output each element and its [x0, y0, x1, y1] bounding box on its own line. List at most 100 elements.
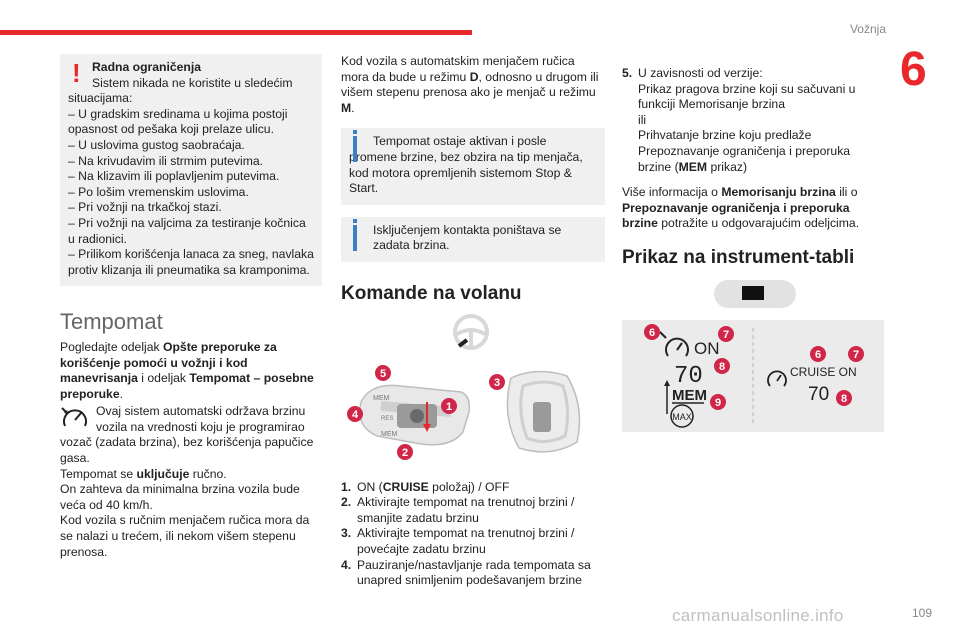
svg-text:6: 6 — [649, 327, 655, 339]
cruise-desc-rest: vozač (zadata brzina), bez korišćenja pa… — [60, 435, 314, 466]
lever-label: MEM — [381, 431, 398, 438]
display-cruise-on: CRUISE ON — [790, 365, 857, 379]
steering-lever-illustration: MEM RES MEM 5 4 2 1 3 — [347, 364, 581, 460]
column-2: Kod vozila s automatskim menjačem ručica… — [341, 54, 605, 589]
display-max: MAX — [672, 412, 692, 422]
callout-6: 6 — [644, 323, 660, 340]
callout-7: 7 — [718, 325, 734, 342]
item-5-number: 5. — [622, 66, 633, 80]
list-item-text: ON (CRUISE položaj) / OFF — [357, 479, 510, 494]
display-on: ON — [694, 339, 720, 358]
list-item-text: Pauziranje/nastavljanje rada tempomata s… — [357, 557, 591, 588]
display-speed-right: 70 — [808, 384, 829, 405]
svg-text:2: 2 — [402, 447, 408, 459]
svg-text:8: 8 — [841, 393, 847, 405]
page-number: 109 — [911, 606, 932, 620]
list-item-number: 1. — [341, 479, 352, 494]
display-speed-left: 70 — [674, 363, 703, 390]
steering-controls-heading: Komande na volanu — [341, 282, 522, 304]
svg-text:3: 3 — [494, 377, 500, 389]
tempomat-heading: Tempomat — [60, 309, 163, 335]
warning-lines: situacijama:– U gradskim sredinama u koj… — [68, 91, 314, 278]
warning-title: Radna ograničenja — [92, 60, 202, 74]
list-item-number: 4. — [341, 557, 352, 572]
tempomat-intro: Pogledajte odeljak Opšte preporuke za ko… — [60, 339, 314, 401]
callout-8: 8 — [714, 357, 730, 374]
svg-text:8: 8 — [719, 361, 725, 373]
watermark: carmanualsonline.info — [672, 606, 844, 625]
svg-text:9: 9 — [715, 397, 721, 409]
warning-line: – Pri vožnji na valjcima za testiranje k… — [68, 215, 306, 230]
instrument-panel-heading: Prikaz na instrument-tabli — [622, 246, 855, 268]
svg-text:7: 7 — [853, 349, 859, 361]
warning-first-line: Sistem nikada ne koristite u sledećim — [92, 75, 293, 90]
controls-list: 1. ON (CRUISE položaj) / OFF 2. Aktivirajte… — [341, 480, 605, 589]
warning-line: – Po lošim vremenskim uslovima. — [68, 184, 249, 199]
callout-8: 8 — [836, 389, 852, 406]
warning-line: – U uslovima gustog saobraćaja. — [68, 137, 245, 152]
instrument-panel-icon — [714, 279, 796, 308]
svg-text:4: 4 — [352, 409, 359, 421]
warning-line: u radionici. — [68, 231, 127, 246]
svg-text:7: 7 — [723, 329, 729, 341]
svg-text:1: 1 — [446, 401, 452, 413]
info-box-ignition: Isključenjem kontakta poništava se zadat… — [341, 216, 605, 262]
lever-label: MEM — [373, 395, 390, 402]
callout-5: 5 — [375, 364, 391, 381]
item-5: 5. U zavisnosti od verzije: Prikaz prago… — [622, 66, 884, 175]
cruise-on-manual: Tempomat se uključuje ručno. — [60, 466, 227, 481]
svg-text:6: 6 — [815, 349, 821, 361]
warning-icon: ! — [72, 58, 81, 88]
info2-first: Isključenjem kontakta poništava se — [373, 222, 562, 237]
callout-6: 6 — [810, 345, 826, 362]
list-item-text: Aktivirajte tempomat na trenutnoj brzini… — [357, 495, 575, 525]
callout-9: 9 — [710, 393, 726, 410]
item-5-line: Prikaz pragova brzine koji su sačuvani u… — [638, 81, 856, 112]
warning-line: protiv klizanja ili pneumatika sa krampo… — [68, 262, 310, 277]
display-mem: MEM — [672, 387, 707, 404]
cruise-description: Ovaj sistem automatski održava brzinu vo… — [60, 404, 322, 435]
warning-line: opasnost od pešaka koji prelaze ulicu. — [68, 122, 274, 137]
manual-gearbox-note: Kod vozila s ručnim menjačem ručica mora… — [60, 513, 310, 559]
instrument-display-illustration: ON 70 MEM MAX CRUISE ON 70 6 7 8 9 6 7 8 — [622, 319, 884, 432]
cruise-control-icon — [61, 407, 87, 427]
callout-4: 4 — [347, 405, 363, 422]
list-item: 1. ON (CRUISE položaj) / OFF — [341, 480, 605, 496]
warning-line: – Prilikom korišćenja lanaca za sneg, na… — [68, 247, 314, 262]
chapter-number: 6 — [900, 43, 927, 96]
info1-rest: promene brzine, bez obzira na tip menjač… — [349, 149, 583, 196]
speed-requirement: On zahteva da minimalna brzina vozila bu… — [60, 482, 300, 512]
info-icon — [353, 130, 357, 163]
cruise-desc-line-1: Ovaj sistem automatski održava brzinu — [96, 404, 306, 419]
list-item: 3. Aktivirajte tempomat na trenutnoj brzi… — [341, 526, 605, 557]
info-icon — [353, 218, 357, 251]
callout-2: 2 — [397, 443, 413, 460]
list-item-number: 2. — [341, 495, 352, 510]
callout-1: 1 — [441, 397, 457, 414]
automatic-gearbox-note: Kod vozila s automatskim menjačem ručica… — [341, 54, 599, 115]
section-name: Vožnja — [849, 22, 886, 36]
warning-line: – Na klizavim ili poplavljenim putevima. — [68, 169, 280, 184]
svg-text:5: 5 — [380, 368, 386, 380]
warning-line: – Pri vožnji na trkačkoj stazi. — [68, 200, 222, 215]
callout-3: 3 — [489, 373, 505, 390]
info1-first: Tempomat ostaje aktivan i posle — [373, 134, 547, 149]
warning-line: situacijama: — [68, 91, 133, 106]
steering-wheel-icon — [453, 313, 489, 350]
list-item-number: 3. — [341, 526, 352, 541]
list-item: 4. Pauziranje/nastavljanje rada tempomata… — [341, 558, 605, 589]
lever-label: RES — [381, 416, 393, 422]
info2-rest: zadata brzina. — [373, 238, 450, 253]
column-3: 5. U zavisnosti od verzije: Prikaz prago… — [622, 54, 884, 432]
column-1: ! Radna ograničenja Sistem nikada ne kor… — [60, 54, 322, 560]
item-5-line: Prihvatanje brzine koju predlaže Prepozn… — [638, 128, 851, 174]
header-accent-bar — [0, 30, 472, 35]
item-5-line: U zavisnosti od verzije: — [638, 66, 763, 80]
warning-line: – Na krivudavim ili strmim putevima. — [68, 153, 264, 168]
warning-line: – U gradskim sredinama u kojima postoji — [68, 106, 288, 121]
callout-7: 7 — [848, 345, 864, 362]
warning-box: ! Radna ograničenja Sistem nikada ne kor… — [60, 54, 322, 287]
item-5-line: ili — [638, 112, 647, 127]
list-item-text: Aktivirajte tempomat na trenutnoj brzini… — [357, 526, 575, 556]
more-info: Više informacija o Memorisanju brzina il… — [622, 185, 860, 231]
